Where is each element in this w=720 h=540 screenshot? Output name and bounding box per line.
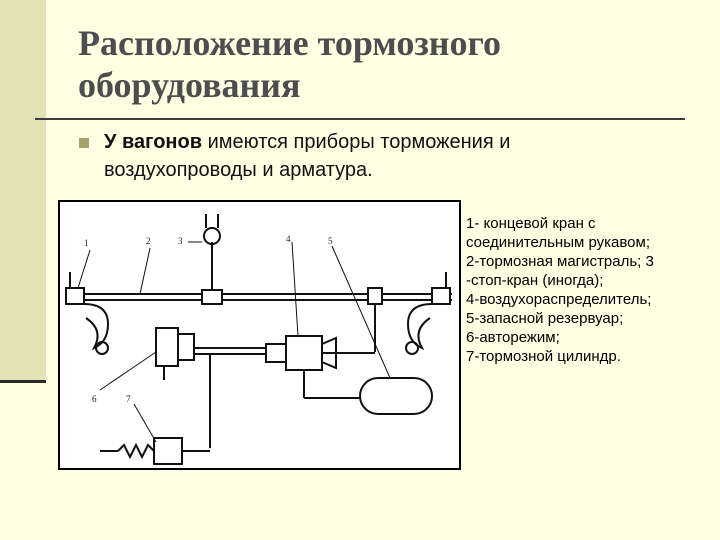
label-4: 4 (286, 234, 291, 244)
right-end-cock (431, 287, 451, 305)
label-5: 5 (328, 236, 333, 246)
air-distributor (285, 335, 323, 371)
left-accent-bar (0, 0, 46, 383)
title-divider (35, 118, 685, 120)
brake-cylinder (153, 437, 183, 465)
label-6: 6 (92, 394, 97, 404)
figure-legend: 1- концевой кран с соединительным рукаво… (466, 214, 711, 366)
label-7: 7 (126, 394, 131, 404)
legend-line: 1- концевой кран с (466, 215, 596, 232)
bullet-bold-text: У вагонов (104, 131, 203, 153)
reserve-reservoir (359, 377, 433, 415)
legend-line: 2-тормозная магистраль; 3 (466, 253, 654, 270)
legend-line: 7-тормозной цилиндр. (466, 348, 621, 365)
brake-diagram-drawing: 1 2 3 4 5 6 7 (65, 214, 452, 465)
label-2: 2 (146, 236, 151, 246)
bullet-square-icon (79, 138, 89, 148)
slide-title: Расположение тормозного оборудования (78, 22, 501, 106)
legend-line: 4-воздухораспределитель; (466, 291, 652, 308)
auto-mode-device (155, 327, 179, 367)
legend-line: 5-запасной резервуар; (466, 310, 624, 327)
label-3: 3 (178, 236, 183, 246)
stop-valve (201, 289, 223, 305)
legend-line: 6-авторежим; (466, 329, 560, 346)
left-accent-underline (0, 380, 46, 383)
label-1: 1 (84, 238, 89, 248)
title-line-1: Расположение тормозного (78, 23, 501, 63)
bullet-text: У вагонов имеются приборы торможения и в… (104, 128, 664, 184)
bullet-line-2: воздухопроводы и арматура. (104, 159, 373, 181)
legend-line: соединительным рукавом; (466, 234, 651, 251)
left-end-cock (65, 287, 85, 305)
title-line-2: оборудования (78, 65, 301, 105)
bullet-rest-text: имеются приборы торможения и (202, 131, 511, 153)
legend-line: -стоп-кран (иногда); (466, 272, 604, 289)
brake-diagram: 1 2 3 4 5 6 7 (58, 200, 461, 470)
